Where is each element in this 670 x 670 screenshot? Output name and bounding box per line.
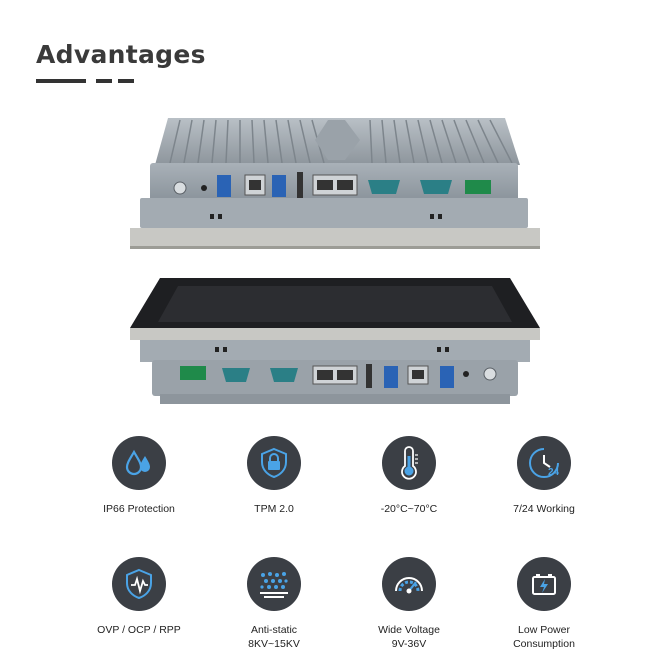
feature-tpm: TPM 2.0 [209, 436, 339, 516]
feature-wide-voltage: Wide Voltage 9V-36V [344, 557, 474, 651]
feature-anti-static: Anti-static 8KV~15KV [209, 557, 339, 651]
feature-ip66: IP66 Protection [74, 436, 204, 516]
title-underline-dash [96, 79, 112, 83]
feature-sublabel: 8KV~15KV [248, 638, 300, 650]
battery-bolt-icon [532, 574, 556, 595]
feature-label: IP66 Protection [103, 503, 175, 515]
device-front-view [130, 278, 540, 404]
gauge-icon [395, 577, 423, 594]
feature-sublabel: Consumption [513, 638, 575, 650]
feature-ovp: OVP / OCP / RPP [74, 557, 204, 637]
lock-shield-icon [261, 447, 287, 479]
feature-label: -20°C~70°C [380, 503, 438, 515]
device-rear-view [130, 118, 540, 249]
feature-247: 24 7/24 Working [479, 436, 609, 516]
feature-label: Wide Voltage [378, 624, 440, 636]
title-underline-dash [118, 79, 134, 83]
feature-low-power: Low Power Consumption [479, 557, 609, 651]
clock-24-icon: 24 [529, 448, 560, 478]
feature-label: OVP / OCP / RPP [97, 624, 181, 636]
thermometer-icon [401, 446, 418, 480]
page-title: Advantages [36, 40, 206, 69]
feature-sublabel: 9V-36V [391, 638, 427, 650]
feature-temperature: -20°C~70°C [344, 436, 474, 516]
svg-text:24: 24 [548, 467, 560, 478]
feature-label: Low Power [518, 624, 570, 636]
anti-static-icon [260, 572, 288, 598]
feature-label: 7/24 Working [513, 503, 575, 515]
feature-label: TPM 2.0 [254, 503, 294, 515]
surge-shield-icon [126, 568, 152, 600]
feature-label: Anti-static [250, 624, 298, 636]
water-drops-icon [125, 449, 150, 476]
title-underline [36, 79, 86, 83]
